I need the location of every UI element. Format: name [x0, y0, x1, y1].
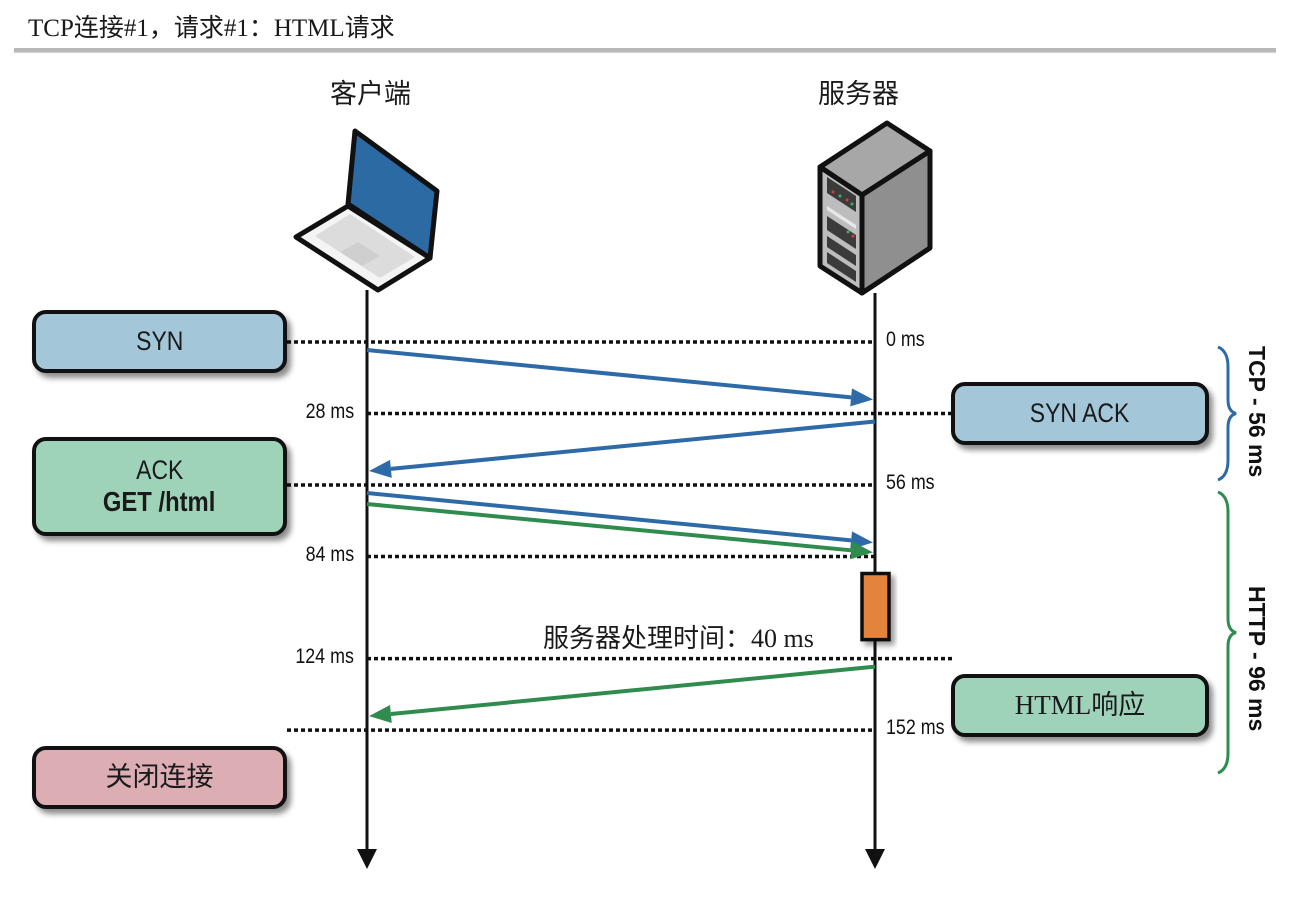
diagram-title: TCP连接#1，请求#1：HTML请求 [28, 15, 395, 42]
syn-ack-label: SYN ACK [1030, 397, 1130, 428]
timestamp-label: 28 ms [305, 399, 354, 423]
server-processing-label: 服务器处理时间：40 ms [543, 624, 814, 653]
phase-label: TCP - 56 ms [1244, 346, 1270, 478]
phase-label: HTTP - 96 ms [1244, 586, 1270, 732]
message-arrow [390, 664, 876, 716]
server-processing-bar [860, 571, 891, 642]
phase-brace [1217, 345, 1237, 482]
message-arrow [390, 419, 876, 471]
client-lifeline-arrowhead [357, 849, 377, 869]
syn-label: SYN [135, 325, 184, 356]
close-label: 关闭连接 [105, 761, 214, 792]
message-arrow [366, 348, 852, 400]
client-label: 客户端 [330, 79, 411, 109]
timestamp-label: 56 ms [886, 471, 935, 494]
laptop-icon [293, 128, 440, 293]
timestamp-label: 152 ms [886, 716, 945, 740]
ack-get-label: ACK [135, 454, 184, 485]
phase-brace [1217, 490, 1237, 775]
html-response-box: HTML响应 [951, 674, 1209, 737]
server-label: 服务器 [818, 79, 899, 109]
arrowhead [850, 541, 873, 560]
message-arrow [366, 491, 852, 543]
ack-get-label: GET /html [103, 485, 216, 517]
timestamp-label: 84 ms [305, 542, 354, 566]
server-lifeline-arrowhead [865, 849, 885, 869]
arrowhead [369, 459, 392, 478]
timestamp-label: 0 ms [886, 328, 925, 351]
title-divider [14, 48, 1276, 52]
close-box: 关闭连接 [32, 746, 287, 809]
timestamp-label: 124 ms [295, 644, 354, 668]
syn-box: SYN [32, 310, 287, 373]
server-tower-icon [817, 120, 933, 296]
syn-ack-box: SYN ACK [951, 382, 1209, 445]
html-response-label: HTML响应 [1014, 689, 1146, 720]
arrowhead [369, 705, 392, 723]
message-arrow [366, 502, 852, 553]
arrowhead [850, 388, 873, 407]
